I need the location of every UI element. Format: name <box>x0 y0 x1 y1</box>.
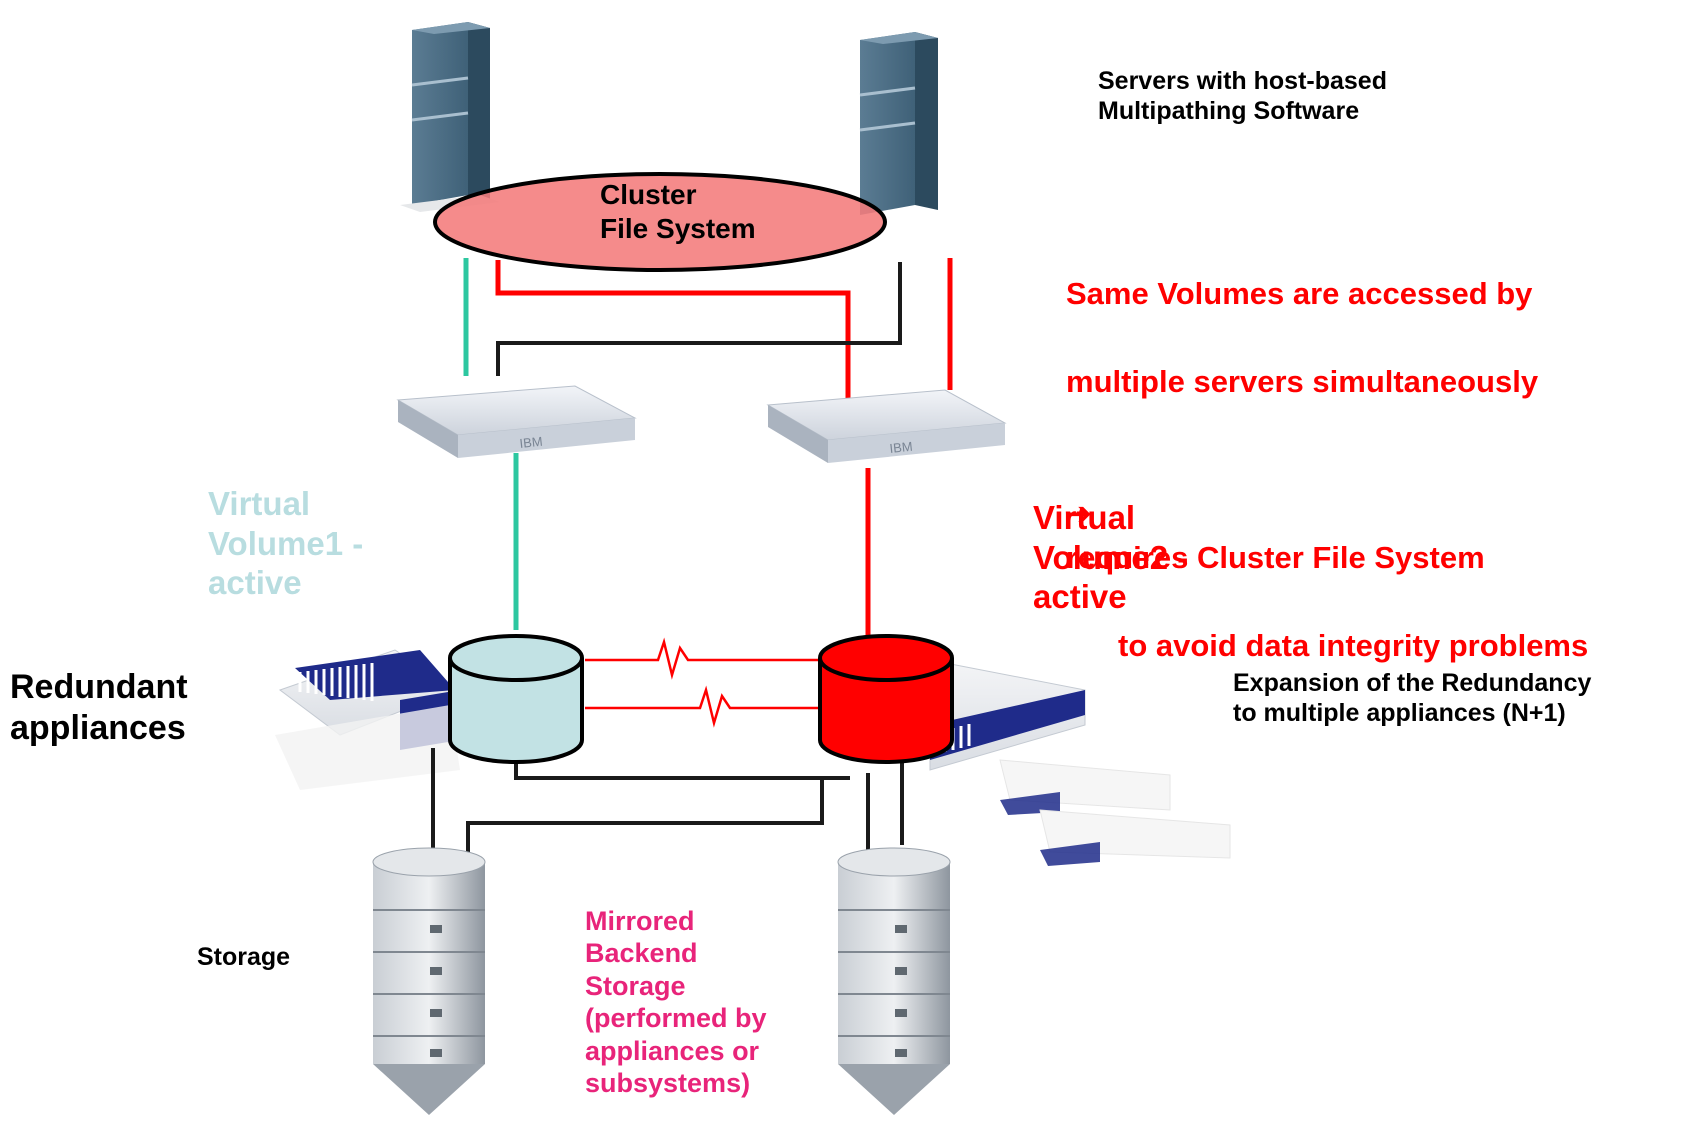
same-volumes-line2: multiple servers simultaneously <box>1066 364 1539 399</box>
volume2-cylinder <box>818 634 954 764</box>
cylinder-volume-icon <box>818 634 954 764</box>
storage-right <box>837 847 951 1115</box>
cluster-file-system-ellipse <box>433 172 887 272</box>
server-left <box>400 22 500 212</box>
link-left-red <box>495 260 851 410</box>
mirrored-backend-label: Mirrored Backend Storage (performed by a… <box>585 906 767 1098</box>
appliance-left <box>275 649 460 790</box>
same-volumes-line4: to avoid data integrity problems <box>1118 628 1589 663</box>
svg-text:IBM: IBM <box>889 439 914 456</box>
tower-server-icon <box>400 22 500 212</box>
volume1-cylinder <box>448 634 584 764</box>
cylinder-volume-icon <box>448 634 584 764</box>
virtual-volume2-label: Virtual Volume2 - active <box>1033 499 1189 616</box>
link-right-black <box>496 262 902 376</box>
expansion-label: Expansion of the Redundancy to multiple … <box>1233 669 1592 727</box>
svg-text:IBM: IBM <box>519 434 544 451</box>
rack-appliance-icon <box>275 649 460 790</box>
cluster-file-system-label: Cluster File System <box>600 179 756 244</box>
switch-right: IBM <box>766 389 1007 463</box>
same-volumes-note: Same Volumes are accessed by multiple se… <box>1066 228 1588 712</box>
redundant-appliances-label: Redundant appliances <box>10 668 188 747</box>
rack-appliance-icon <box>929 659 1231 866</box>
servers-label: Servers with host-based Multipathing Sof… <box>1098 67 1387 125</box>
san-switch-icon: IBM <box>396 385 637 458</box>
appliance-right <box>929 659 1231 866</box>
same-volumes-line1: Same Volumes are accessed by <box>1066 276 1533 311</box>
mirror-links <box>585 637 820 728</box>
server-switch-links <box>463 258 953 410</box>
same-volumes-line3-text: requires Cluster File System <box>1066 540 1485 575</box>
switch-left: IBM <box>396 385 637 458</box>
storage-label: Storage <box>197 943 291 971</box>
tower-server-icon <box>859 32 938 215</box>
server-right <box>859 32 938 215</box>
san-switch-icon: IBM <box>766 389 1007 463</box>
disk-array-icon <box>837 847 951 1115</box>
arrow-right-icon: ➔ <box>1066 496 1092 531</box>
virtual-volume1-label: Virtual Volume1 - active <box>208 485 364 602</box>
same-volumes-line3: ➔ requires Cluster File System <box>1066 448 1588 580</box>
backend-links <box>431 735 904 860</box>
storage-left <box>372 847 486 1115</box>
disk-array-icon <box>372 847 486 1115</box>
